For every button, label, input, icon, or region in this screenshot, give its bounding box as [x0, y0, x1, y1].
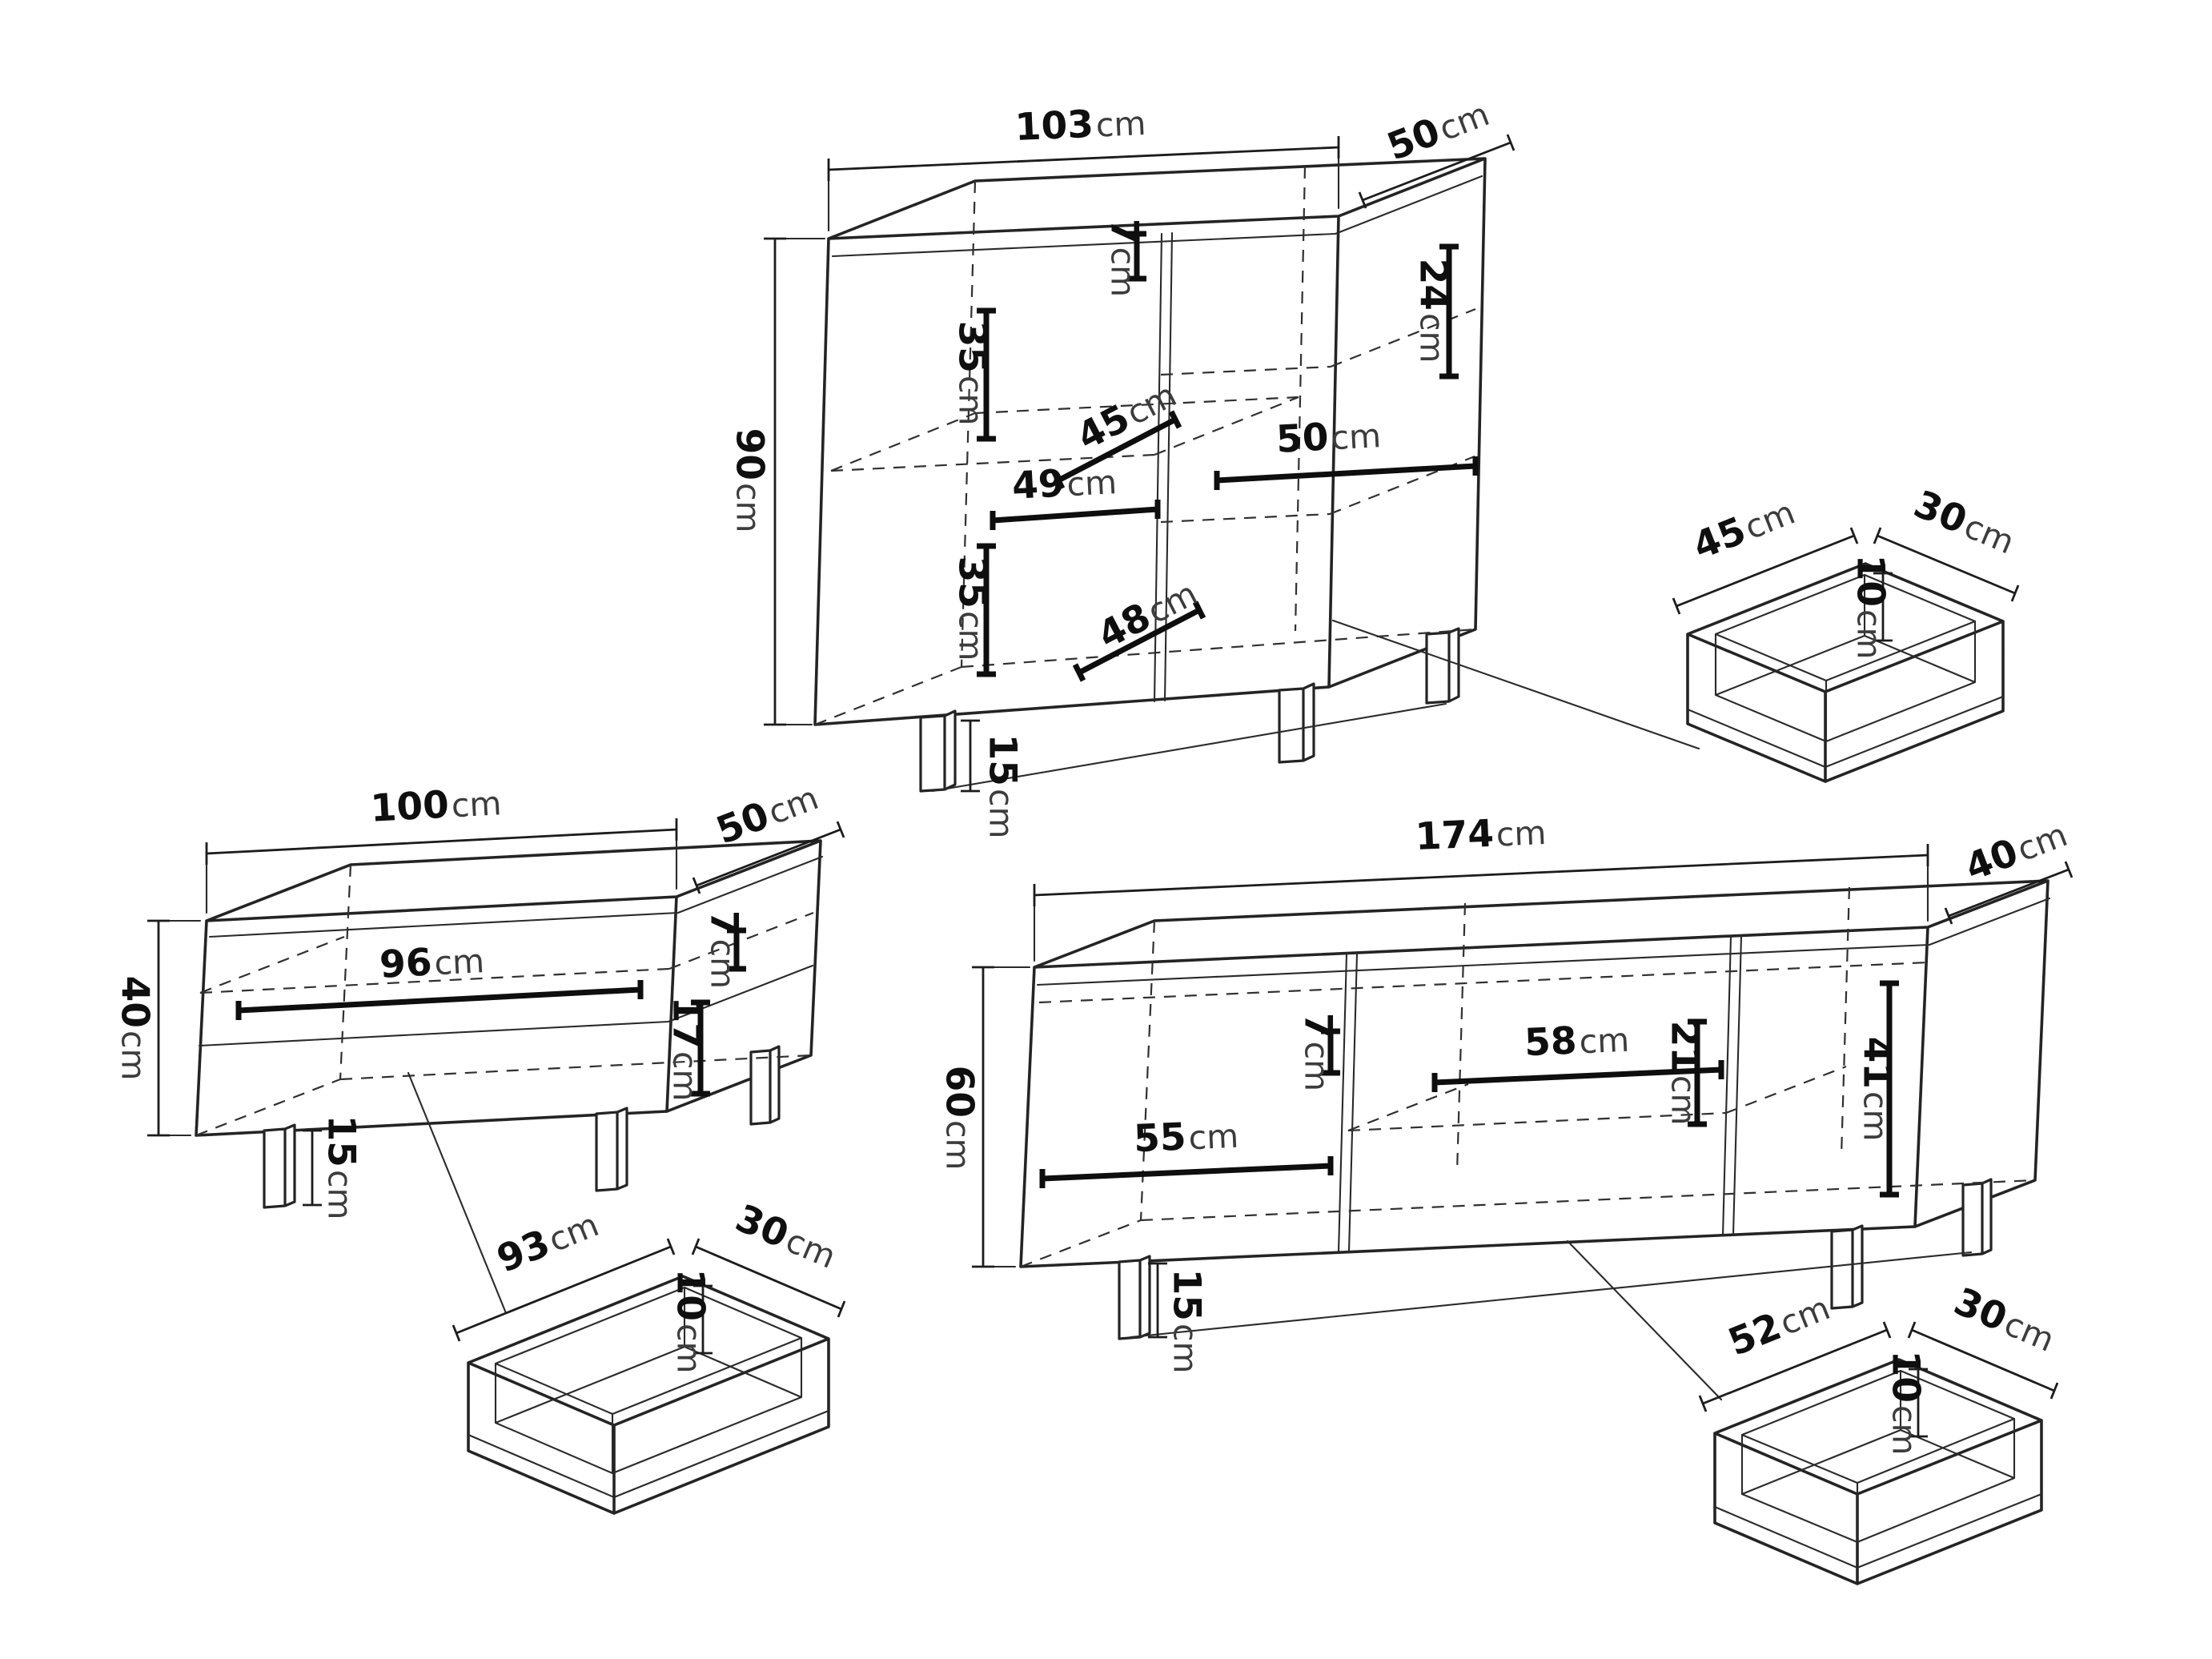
drawer-box-52: 52cm 30cm 10cm	[1698, 1279, 2060, 1585]
cabinet-floor-line	[931, 702, 1447, 793]
cabinet-drawer-leader-line	[1331, 619, 1700, 750]
table-extension-lines	[151, 823, 678, 1137]
dim-label-sideboard-drawer-front: 21cm	[1663, 1021, 1707, 1126]
dim-label-sideboard-width: 174cm	[1415, 809, 1548, 859]
dim-label-sideboard-top-gap: 7cm	[1296, 1013, 1340, 1091]
drawer93-outline	[467, 1275, 830, 1515]
svg-text:174cm: 174cm	[1415, 809, 1548, 859]
svg-text:58cm: 58cm	[1524, 1017, 1630, 1066]
dim-label-cabinet-leg: 15cm	[981, 734, 1025, 839]
dim-label-cabinet-height: 90cm	[728, 428, 772, 533]
dim-label-sideboard-left-section: 55cm	[1133, 1113, 1239, 1162]
svg-text:7cm: 7cm	[702, 910, 746, 989]
dim-label-drawer45-height: 10cm	[1849, 555, 1893, 660]
svg-text:96cm: 96cm	[379, 938, 486, 987]
svg-text:50cm: 50cm	[1275, 412, 1383, 462]
sideboard-hidden-edges	[1020, 886, 2036, 1268]
table-drawer-front-line	[198, 964, 814, 1047]
cabinet-extension-lines	[765, 141, 1340, 726]
dim-label-cabinet-width: 103cm	[1014, 100, 1147, 150]
dim-label-cabinet-lower-section: 35cm	[950, 556, 994, 661]
dim-label-cabinet-top-gap: 7cm	[1102, 219, 1146, 297]
svg-text:10cm: 10cm	[1849, 555, 1893, 660]
cabinet-divider	[1153, 231, 1174, 703]
drawer52-interior	[1740, 1369, 2016, 1544]
drawer93-base-line	[467, 1409, 830, 1499]
sideboard-floor-line	[1129, 1251, 1973, 1339]
svg-text:90cm: 90cm	[728, 428, 772, 533]
svg-text:60cm: 60cm	[937, 1066, 982, 1171]
svg-text:24cm: 24cm	[1411, 259, 1455, 364]
table-hidden-edges	[195, 864, 814, 1137]
svg-text:41cm: 41cm	[1855, 1037, 1899, 1142]
svg-text:10cm: 10cm	[668, 1269, 713, 1374]
svg-text:35cm: 35cm	[950, 321, 994, 426]
svg-text:17cm: 17cm	[664, 997, 709, 1102]
svg-text:15cm: 15cm	[981, 734, 1025, 839]
dim-label-table-height: 40cm	[113, 976, 157, 1081]
sideboard-174: 174cm 40cm 60cm 7cm 55cm 58cm 21cm 41cm …	[937, 809, 2073, 1401]
drawer45-interior	[1714, 573, 1977, 743]
svg-text:103cm: 103cm	[1014, 100, 1147, 150]
svg-text:49cm: 49cm	[1011, 459, 1118, 508]
sideboard-outer-dim-lines	[972, 844, 2073, 1339]
svg-text:15cm: 15cm	[319, 1115, 363, 1220]
dim-label-drawer52-height: 10cm	[1884, 1351, 1928, 1456]
svg-text:10cm: 10cm	[1884, 1351, 1928, 1456]
sideboard-inner-dim-lines	[1039, 980, 1899, 1198]
cabinet-top-slab	[831, 175, 1483, 258]
dim-label-sideboard-leg: 15cm	[1165, 1269, 1209, 1374]
svg-text:7cm: 7cm	[1102, 219, 1146, 297]
dim-label-sideboard-door-height: 41cm	[1855, 1037, 1899, 1142]
dim-label-table-drawer-front: 17cm	[664, 997, 709, 1102]
coffee-table-100: 100cm 50cm 40cm 96cm 7cm 17cm 15cm	[113, 778, 845, 1315]
dim-label-drawer93-height: 10cm	[668, 1269, 713, 1374]
cabinet-outer-dim-lines	[764, 134, 1515, 793]
dim-label-table-top-gap: 7cm	[702, 910, 746, 989]
cabinet-hidden-edges	[814, 166, 1476, 726]
table-outer-dim-lines	[147, 818, 845, 1207]
svg-text:35cm: 35cm	[950, 556, 994, 661]
sideboard-drawer-leader-line	[1566, 1239, 1723, 1401]
svg-text:21cm: 21cm	[1663, 1021, 1707, 1126]
dim-label-cabinet-drawer-width: 50cm	[1275, 412, 1383, 462]
drawer45-base-line	[1686, 695, 2005, 769]
sideboard-legs	[1118, 1178, 1993, 1340]
dim-label-cabinet-shelf-width: 49cm	[1011, 459, 1118, 508]
sideboard-extension-lines	[975, 849, 1929, 1268]
cabinet-outline	[813, 157, 1487, 726]
drawer52-dim-lines	[1698, 1321, 2059, 1438]
drawer45-dim-lines	[1672, 527, 2020, 642]
drawer93-interior	[494, 1286, 803, 1475]
dim-label-sideboard-middle-section: 58cm	[1524, 1017, 1630, 1066]
table-outline	[195, 839, 822, 1137]
table-top-slab	[208, 855, 824, 938]
drawer93-dim-lines	[452, 1238, 846, 1355]
dim-label-sideboard-height: 60cm	[937, 1066, 982, 1171]
table-inner-dim-lines	[235, 927, 746, 1097]
sideboard-dividers	[1337, 934, 1743, 1254]
dim-label-table-leg: 15cm	[319, 1115, 363, 1220]
svg-text:15cm: 15cm	[1165, 1269, 1209, 1374]
svg-text:40cm: 40cm	[113, 976, 157, 1081]
dim-label-cabinet-upper-section: 35cm	[950, 321, 994, 426]
dim-label-table-inner-width: 96cm	[379, 938, 486, 987]
svg-text:7cm: 7cm	[1296, 1013, 1340, 1091]
svg-text:100cm: 100cm	[369, 780, 502, 830]
table-drawer-leader-line	[407, 1071, 508, 1315]
svg-text:55cm: 55cm	[1133, 1113, 1239, 1162]
dim-label-cabinet-drawer-front: 24cm	[1411, 259, 1455, 364]
drawer52-base-line	[1713, 1492, 2043, 1569]
sideboard-top-slab	[1036, 897, 2051, 986]
cabinet-inner-dim-lines	[977, 231, 1479, 682]
cabinet-103: 103cm 50cm 90cm 7cm 35cm 45cm 49cm 24cm …	[728, 94, 1700, 839]
dim-label-table-width: 100cm	[369, 780, 502, 831]
table-legs	[263, 1045, 781, 1209]
